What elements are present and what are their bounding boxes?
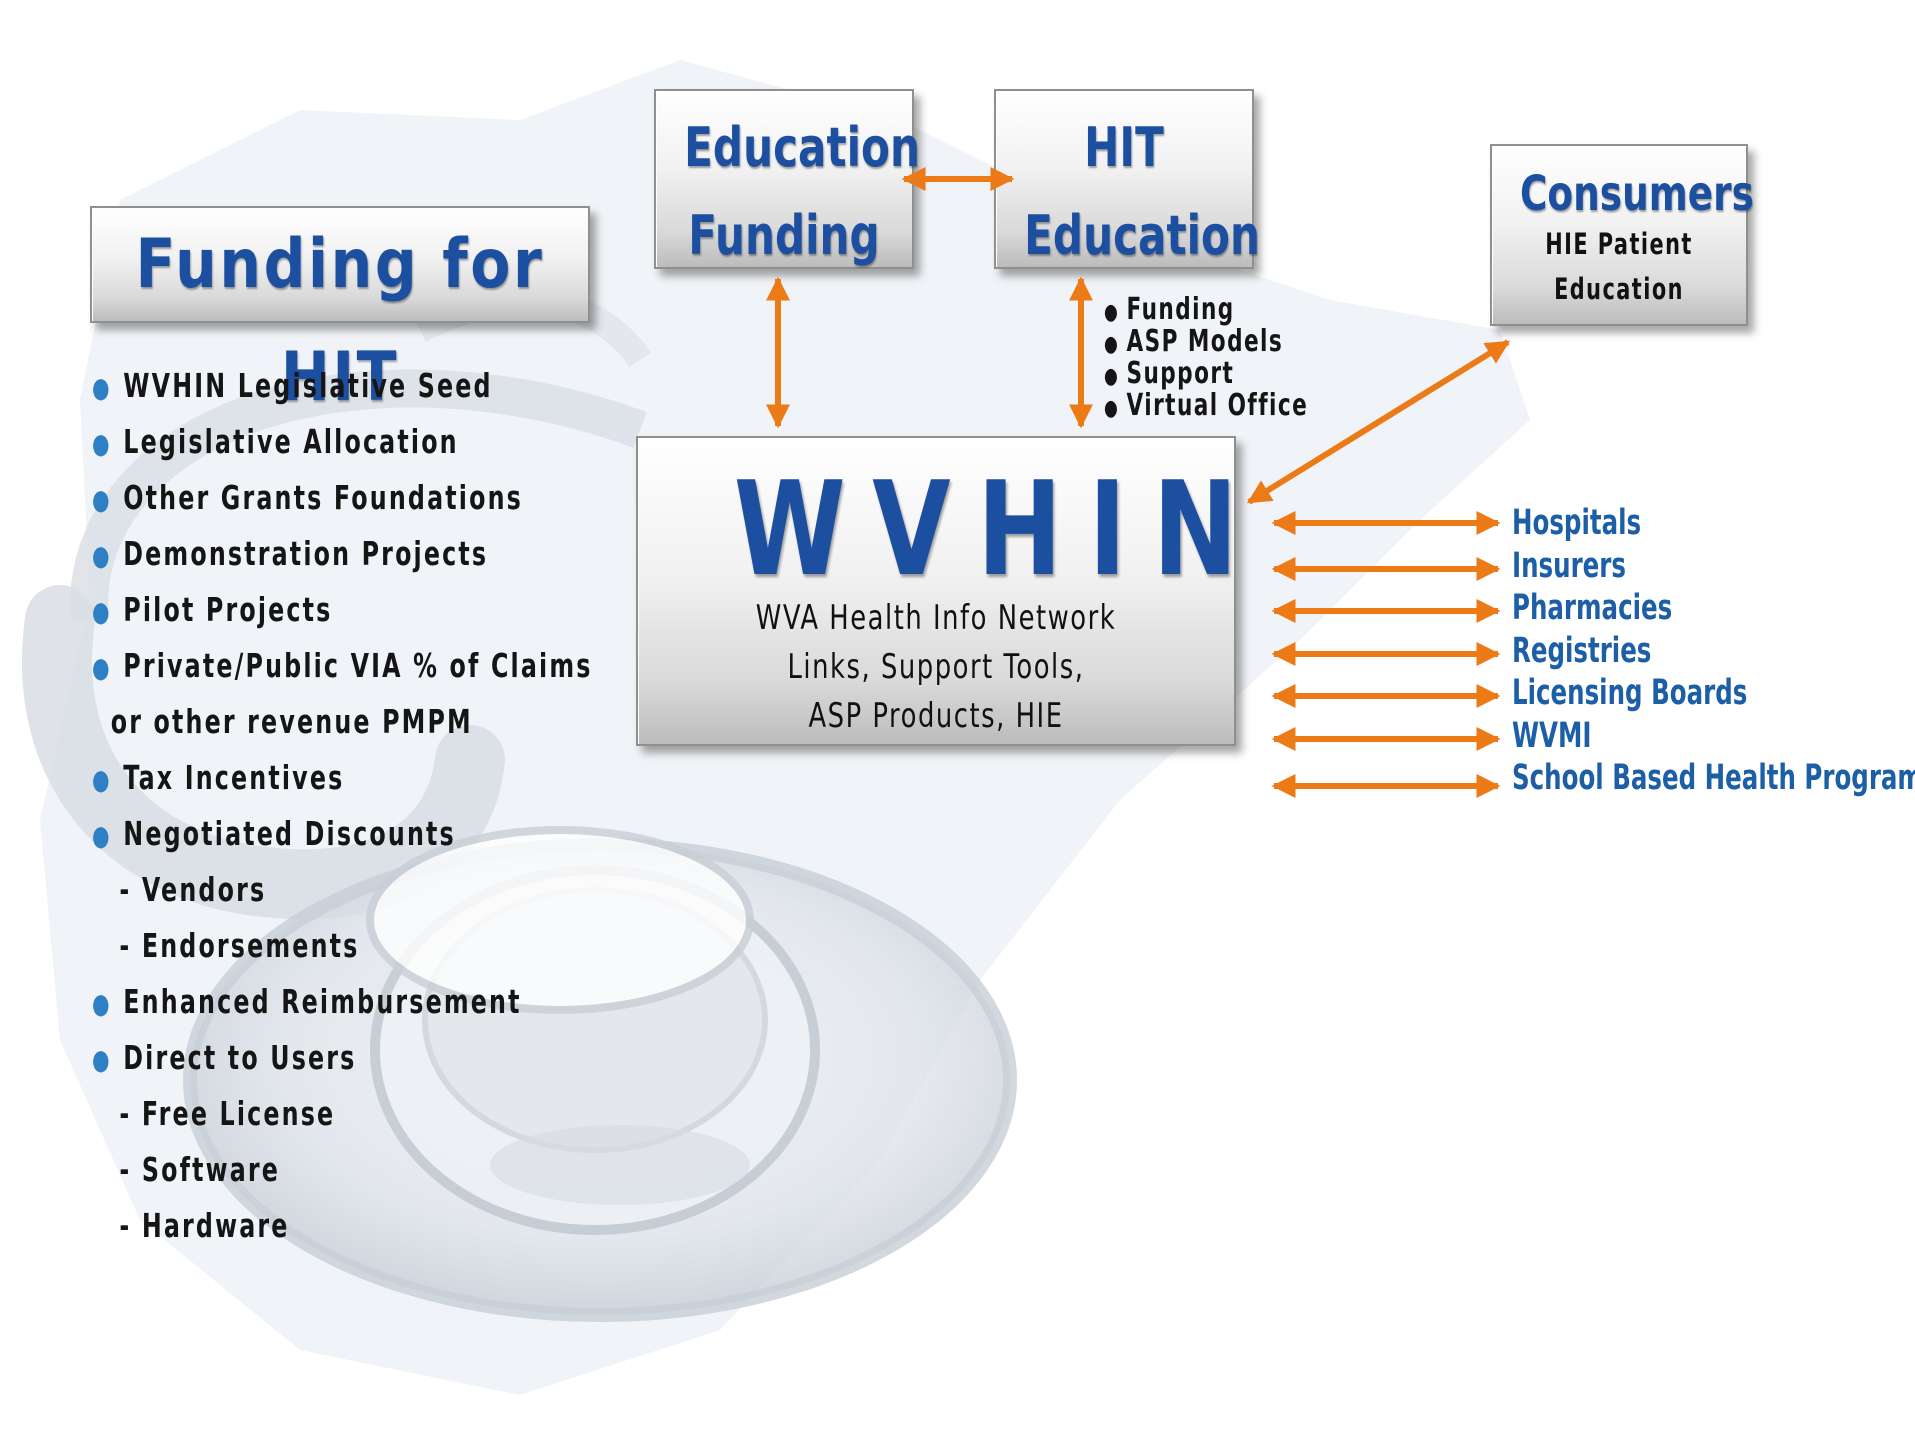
funding-item-text: Direct to Users (123, 1038, 357, 1077)
wvhin-desc-line3: ASP Products, HIE (808, 696, 1064, 736)
funding-item-text: - Software (119, 1150, 281, 1189)
consumers-sub1: HIE Patient (1545, 227, 1693, 261)
bullet-dot-icon: ● (92, 427, 112, 460)
stakeholder-item: WVMI (1512, 715, 1592, 756)
funding-item: - Software (92, 1142, 495, 1198)
funding-item-text: Legislative Allocation (123, 422, 459, 461)
funding-item-text: - Free License (119, 1094, 336, 1133)
funding-sources-list: ● WVHIN Legislative Seed ● Legislative Allo… (92, 358, 652, 1254)
funding-item-text: Pilot Projects (123, 590, 333, 629)
funding-item: - Endorsements (92, 918, 495, 974)
funding-item: - Vendors (92, 862, 495, 918)
bullet-dot-icon: ● (92, 651, 112, 684)
wvhin-title: WVHIN (733, 453, 1265, 605)
funding-item: - Hardware (92, 1198, 495, 1254)
hit-education-item: ●ASP Models (1104, 326, 1308, 358)
education-funding-line1: Education (684, 116, 920, 179)
funding-item-text: - Hardware (119, 1206, 290, 1245)
funding-item-text: or other revenue PMPM (110, 702, 473, 741)
hit-education-item-text: Virtual Office (1126, 388, 1309, 423)
stakeholder-item: Hospitals (1512, 503, 1642, 543)
funding-for-hit-title: Funding for HIT (135, 225, 545, 417)
funding-item: - Free License (92, 1086, 495, 1142)
stakeholder-item: Pharmacies (1512, 588, 1673, 628)
funding-item-text: - Endorsements (119, 926, 360, 965)
hit-education-box: HIT Education (994, 89, 1260, 269)
funding-item-text: Other Grants Foundations (123, 478, 523, 517)
bullet-dot-icon: ● (92, 483, 112, 516)
funding-item: or other revenue PMPM (92, 694, 495, 750)
bullet-dot-icon: ● (92, 539, 112, 572)
funding-item: ● Demonstration Projects (92, 526, 495, 582)
stakeholder-item: School Based Health Program (1512, 758, 1915, 798)
funding-item-text: Negotiated Discounts (123, 814, 456, 853)
bullet-dot-icon: ● (1104, 364, 1120, 389)
funding-item: ● Other Grants Foundations (92, 470, 521, 526)
funding-item-text: WVHIN Legislative Seed (123, 366, 493, 405)
wvhin-desc-line2: Links, Support Tools, (787, 647, 1085, 687)
consumers-title: Consumers (1519, 166, 1754, 222)
funding-item: ● Legislative Allocation (92, 414, 495, 470)
funding-item: ● Direct to Users (92, 1030, 495, 1086)
funding-item: ● Private/Public VIA % of Claims (92, 638, 590, 694)
hit-education-line2: Education (1024, 204, 1260, 267)
funding-item-text: Demonstration Projects (123, 534, 489, 573)
hit-education-item-text: ASP Models (1126, 324, 1284, 359)
consumers-sub2: Education (1554, 272, 1684, 306)
bullet-dot-icon: ● (92, 987, 112, 1020)
funding-item-text: Enhanced Reimbursement (123, 982, 522, 1021)
education-funding-line2: Funding (688, 204, 880, 267)
funding-item-text: Tax Incentives (123, 758, 345, 797)
bullet-dot-icon: ● (92, 371, 112, 404)
funding-for-hit-box: Funding for HIT (90, 206, 590, 417)
wvhin-box: WVHIN WVA Health Info Network Links, Sup… (636, 436, 1265, 746)
bullet-dot-icon: ● (92, 819, 112, 852)
bullet-dot-icon: ● (92, 763, 112, 796)
hit-education-item-text: Support (1126, 356, 1235, 391)
wvhin-desc-line1: WVA Health Info Network (755, 598, 1117, 638)
funding-item: ● Tax Incentives (92, 750, 495, 806)
bullet-dot-icon: ● (1104, 300, 1120, 325)
hit-education-item-text: Funding (1126, 292, 1235, 327)
hit-education-item: ●Virtual Office (1104, 390, 1308, 422)
stakeholder-item: Insurers (1512, 545, 1626, 586)
stakeholder-item: Licensing Boards (1512, 673, 1748, 713)
hit-education-item: ●Support (1104, 358, 1308, 390)
funding-item-text: Private/Public VIA % of Claims (123, 646, 593, 685)
bullet-dot-icon: ● (1104, 332, 1120, 357)
hit-education-item: ●Funding (1104, 294, 1308, 326)
education-funding-box: Education Funding (654, 89, 920, 269)
funding-item: ● Pilot Projects (92, 582, 495, 638)
bullet-dot-icon: ● (92, 1043, 112, 1076)
bullet-dot-icon: ● (92, 595, 112, 628)
funding-item-text: - Vendors (119, 870, 267, 909)
bullet-dot-icon: ● (1104, 396, 1120, 421)
consumers-box: Consumers HIE Patient Education (1490, 144, 1754, 326)
funding-item: ● Enhanced Reimbursement (92, 974, 519, 1030)
stakeholder-item: Registries (1512, 630, 1652, 671)
hit-education-items-list: ●Funding●ASP Models●Support●Virtual Offi… (1104, 294, 1388, 422)
funding-item: ● Negotiated Discounts (92, 806, 495, 862)
funding-item: ● WVHIN Legislative Seed (92, 358, 495, 414)
hit-education-line1: HIT (1084, 116, 1164, 179)
